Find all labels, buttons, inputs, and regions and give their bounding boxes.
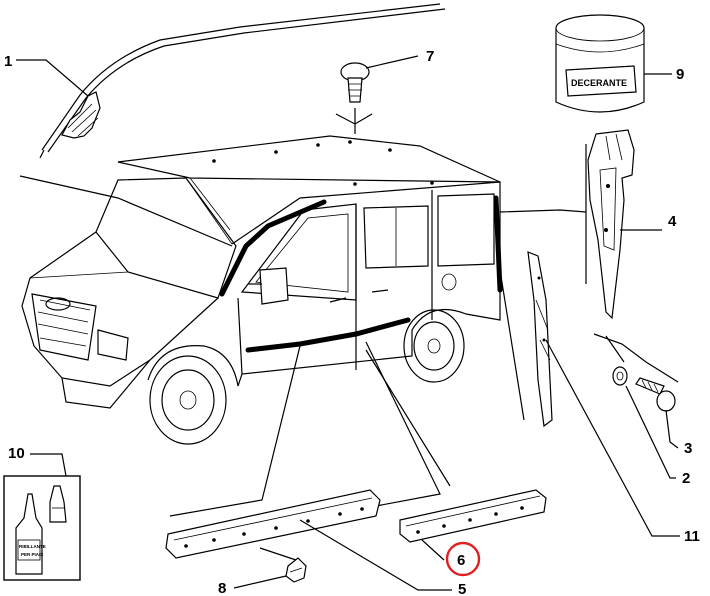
- callout-7: 7: [365, 48, 434, 69]
- callout-8: 8: [218, 575, 287, 596]
- svg-text:1: 1: [4, 53, 12, 70]
- part-9-decerante-jar: DECERANTE: [555, 14, 645, 113]
- leader-lines: [19, 175, 587, 517]
- svg-text:3: 3: [684, 440, 692, 457]
- svg-text:5: 5: [458, 581, 466, 596]
- callout-1: 1: [4, 53, 89, 97]
- callout-10: 10: [8, 445, 67, 477]
- callout-4: 4: [620, 213, 677, 231]
- callout-5: 5: [299, 519, 466, 596]
- svg-text:11: 11: [684, 528, 700, 545]
- part-8-clip: [259, 547, 307, 583]
- part-2-washer: [612, 366, 628, 386]
- svg-text:10: 10: [8, 445, 25, 462]
- jar-label: DECERANTE: [571, 78, 627, 88]
- part-6-sill-moulding: [399, 489, 547, 543]
- part-10-adhesive-kit: RIBILLANTE PER PIAIS: [3, 475, 81, 581]
- bottle-label-line1: RIBILLANTE: [19, 544, 46, 549]
- callout-6[interactable]: 6: [421, 539, 481, 577]
- callout-9: 9: [644, 66, 684, 83]
- part-4-side-cover: [585, 129, 635, 320]
- svg-text:2: 2: [682, 470, 690, 487]
- callout-3: 3: [665, 409, 692, 457]
- bottle-label-line2: PER PIAIS: [21, 552, 43, 557]
- callout-2: 2: [625, 385, 690, 487]
- callout-6-highlight-ring: [445, 541, 481, 577]
- part-11-pillar-trim: [527, 251, 553, 428]
- part-1-windscreen-seal: [39, 3, 446, 159]
- part-3-screw: [635, 377, 676, 412]
- callout-lines-2-3: [593, 333, 679, 383]
- svg-text:7: 7: [426, 48, 434, 65]
- svg-text:8: 8: [218, 580, 226, 596]
- svg-text:6: 6: [457, 552, 465, 569]
- van-body: [21, 135, 503, 445]
- svg-text:9: 9: [676, 66, 684, 83]
- part-7-push-clip: [335, 62, 373, 134]
- part-5-sill-moulding: [165, 489, 381, 559]
- svg-text:4: 4: [668, 213, 677, 230]
- callout-11: 11: [545, 339, 700, 545]
